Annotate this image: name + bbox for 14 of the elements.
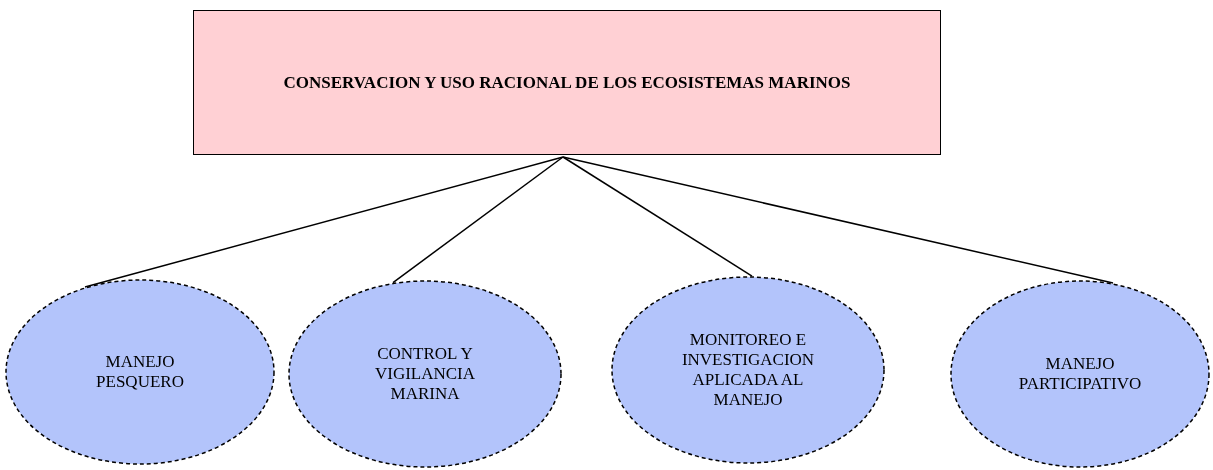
connector-line bbox=[562, 156, 753, 277]
connector-line bbox=[84, 156, 564, 288]
node-label: CONTROL Y VIGILANCIA MARINA bbox=[373, 344, 477, 404]
connector-line bbox=[562, 156, 1114, 284]
topic-ellipse bbox=[288, 280, 562, 468]
topic-ellipse bbox=[950, 280, 1210, 468]
connector-line bbox=[392, 156, 564, 284]
node-label: MONITOREO E INVESTIGACION APLICADA AL MANEJO bbox=[680, 330, 816, 410]
node-label: MANEJO PESQUERO bbox=[95, 352, 185, 392]
node-label: MANEJO PARTICIPATIVO bbox=[1017, 354, 1143, 394]
topic-ellipse bbox=[5, 279, 275, 465]
title-text: CONSERVACION Y USO RACIONAL DE LOS ECOSISTEMAS MARINOS bbox=[282, 72, 852, 93]
title-box bbox=[193, 10, 941, 155]
topic-ellipse bbox=[611, 276, 885, 464]
